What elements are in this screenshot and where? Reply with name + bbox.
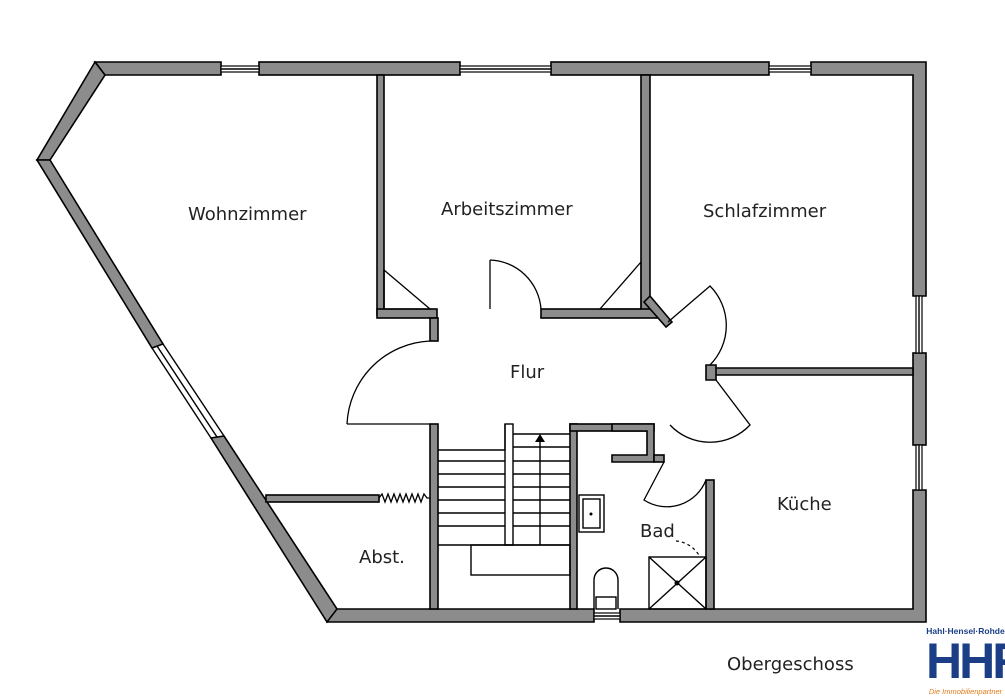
room-label-kueche: Küche xyxy=(777,494,832,515)
room-label-flur: Flur xyxy=(510,362,545,383)
room-label-arbeitszimmer: Arbeitszimmer xyxy=(441,199,573,220)
windows xyxy=(151,65,923,620)
room-label-schlafzimmer: Schlafzimmer xyxy=(703,201,827,222)
room-label-abstellraum: Abst. xyxy=(359,547,405,568)
logo-top-line: Hahl·Hensel·Rohde xyxy=(926,626,1005,636)
bathroom-fixtures xyxy=(578,494,707,610)
logo-letters: HHR xyxy=(926,633,1005,689)
logo-bottom-line: Die Immobilienpartner xyxy=(928,687,1003,696)
room-labels: Wohnzimmer Arbeitszimmer Schlafzimmer Fl… xyxy=(188,199,832,568)
company-logo: Hahl·Hensel·Rohde HHR Die Immobilienpart… xyxy=(926,626,1005,698)
floor-caption: Obergeschoss xyxy=(727,654,854,675)
doors xyxy=(346,259,751,508)
exterior-walls xyxy=(35,60,927,624)
interior-walls xyxy=(265,74,914,610)
room-label-bad: Bad xyxy=(640,521,675,542)
room-label-wohnzimmer: Wohnzimmer xyxy=(188,204,307,225)
staircase xyxy=(438,423,571,576)
